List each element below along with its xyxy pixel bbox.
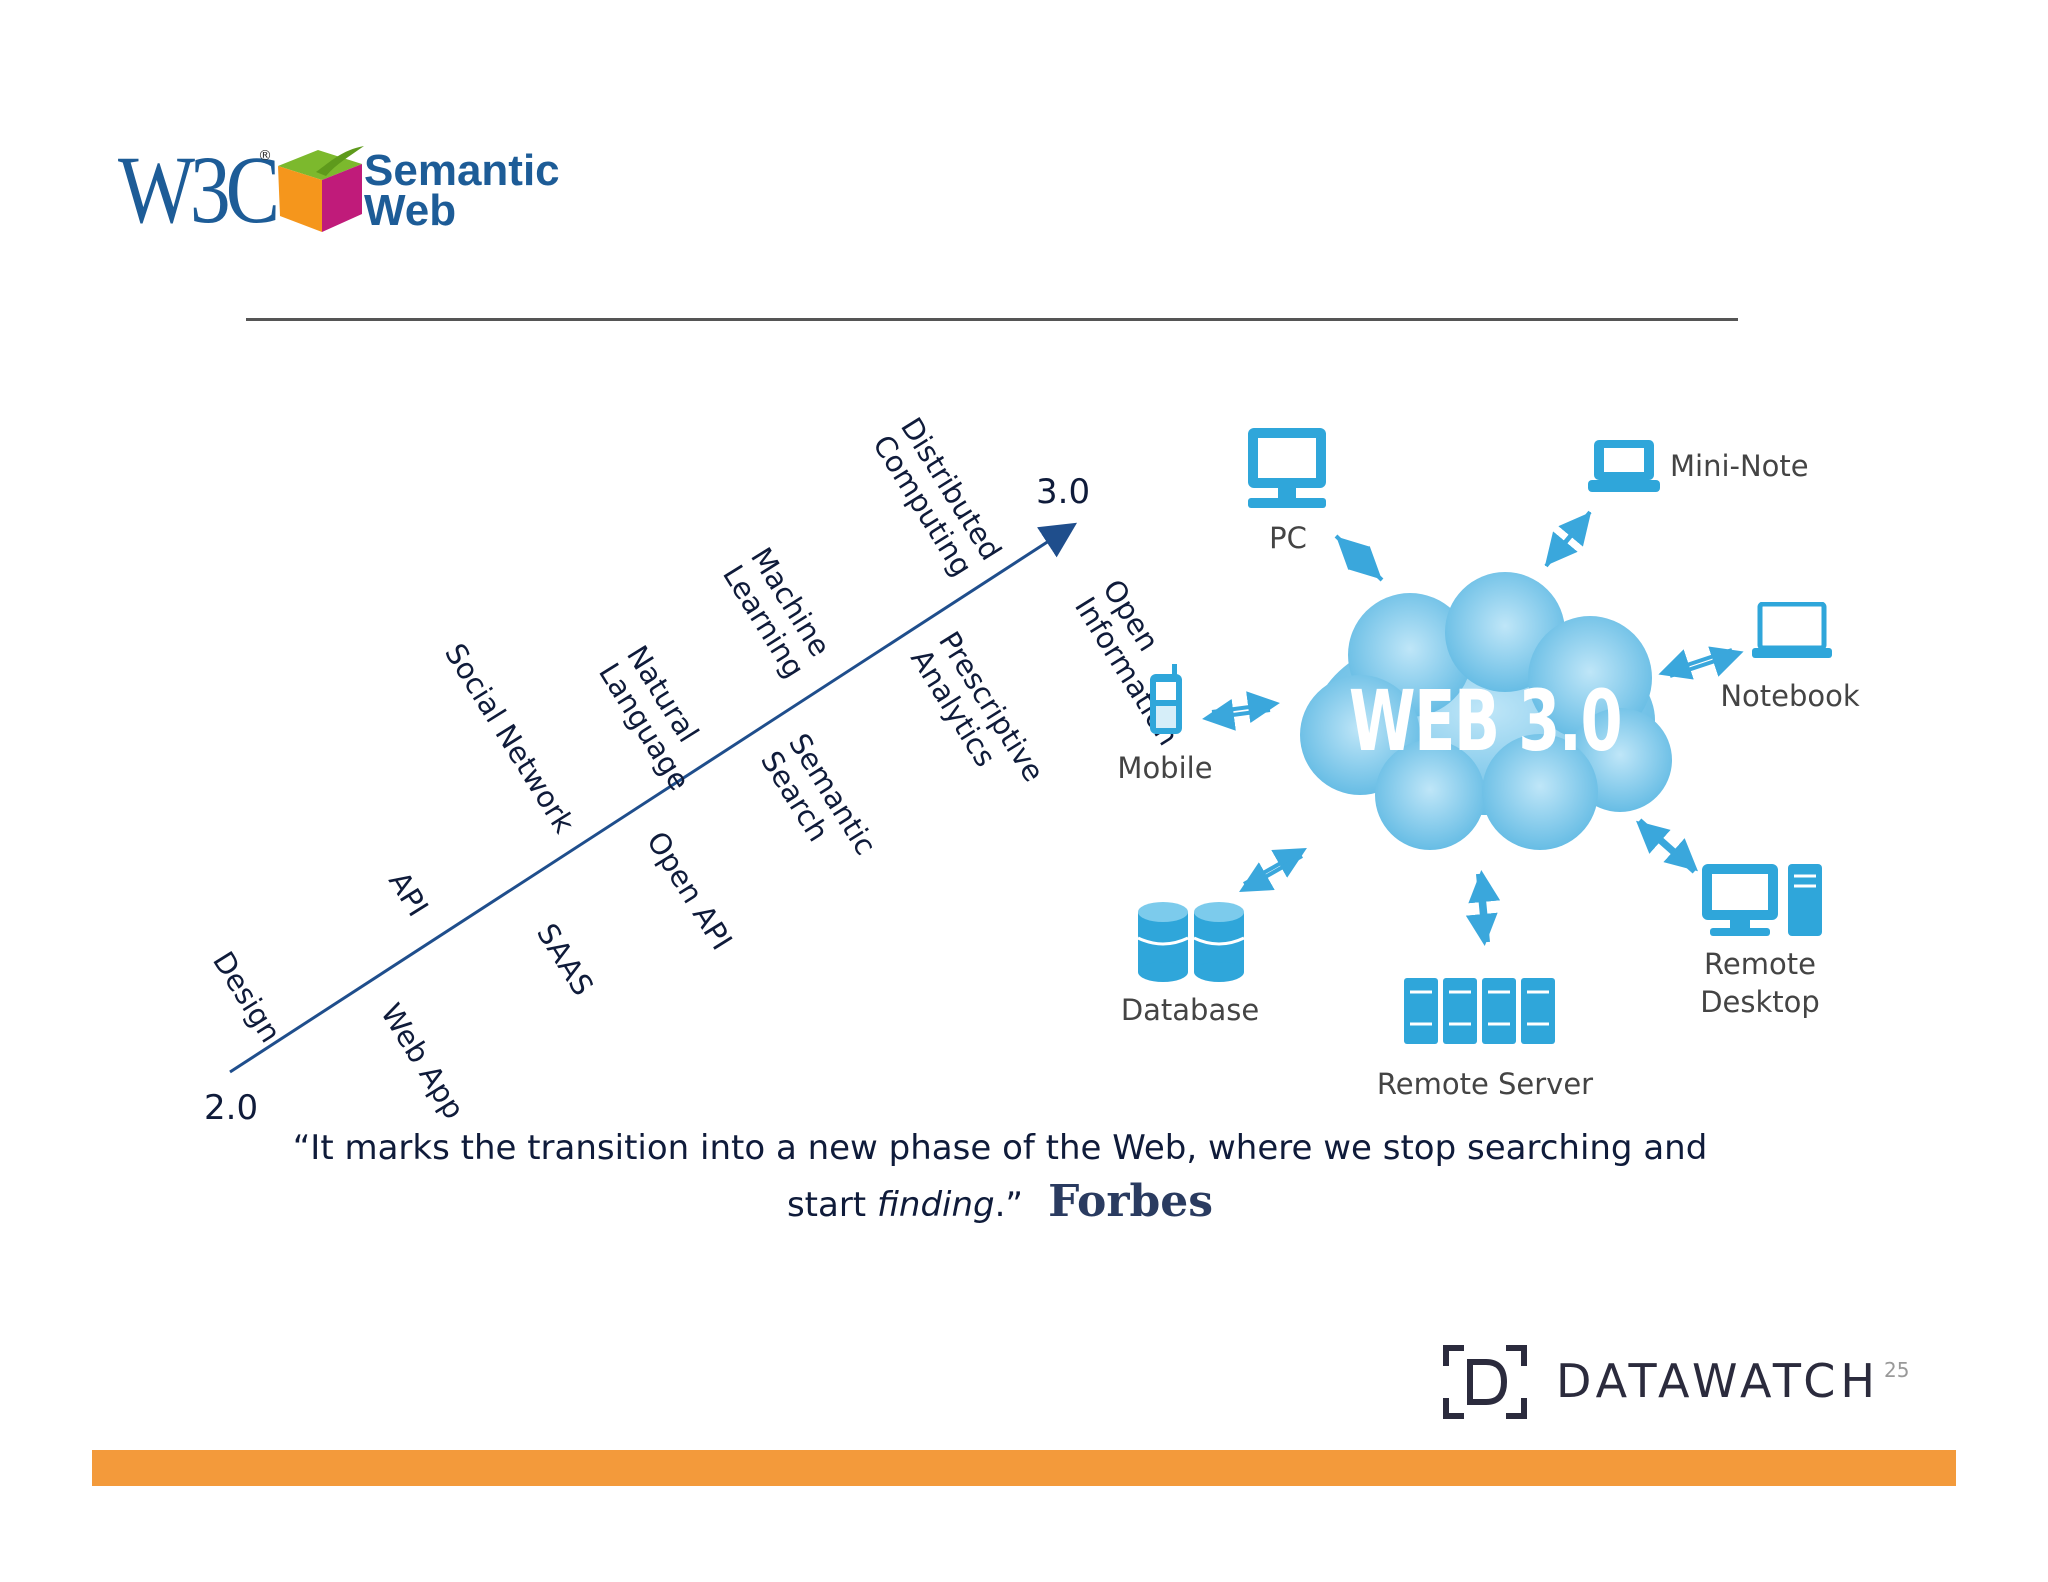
remote-desktop-icon — [1702, 864, 1822, 936]
quote-line1: “It marks the transition into a new phas… — [292, 1128, 1708, 1168]
notebook-icon — [1752, 602, 1832, 658]
w3c-logo-text: W3C — [118, 136, 280, 243]
mobile-label: Mobile — [1117, 751, 1213, 785]
quote-line2-end: .” — [994, 1185, 1024, 1225]
quote-line2-start: start — [786, 1185, 877, 1225]
page-number: 25 — [1884, 1358, 1910, 1382]
pc-label: PC — [1269, 521, 1307, 555]
semantic-web-cube-icon — [278, 146, 364, 232]
start-version-label: 2.0 — [204, 1088, 259, 1128]
semantic-web-text-line2: Web — [364, 186, 457, 235]
quote-line2: start finding.” Forbes — [200, 1176, 1800, 1227]
registered-mark: ® — [258, 148, 272, 164]
forbes-logo: Forbes — [1048, 1176, 1214, 1227]
pc-icon — [1248, 428, 1326, 508]
datawatch-logo-icon — [1443, 1345, 1527, 1419]
cloud-icon — [1300, 572, 1672, 850]
end-version-label: 3.0 — [1036, 472, 1091, 512]
database-label: Database — [1120, 993, 1260, 1027]
database-icon — [1137, 902, 1245, 982]
remote-desktop-label: Remote Desktop — [1700, 947, 1820, 1019]
datawatch-logo-text: DATAWATCH — [1556, 1354, 1880, 1408]
quote-line2-emphasis: finding — [876, 1185, 995, 1225]
title-divider — [246, 318, 1738, 321]
mini-note-label: Mini-Note — [1670, 449, 1809, 483]
w3c-semantic-web-logo: W3C ® Semantic Web — [118, 136, 578, 250]
mobile-icon — [1150, 664, 1182, 734]
notebook-label: Notebook — [1720, 679, 1860, 713]
cloud-title: WEB 3.0 — [1348, 672, 1623, 770]
mini-note-icon — [1588, 440, 1660, 492]
remote-server-icon — [1404, 978, 1555, 1044]
remote-server-label: Remote Server — [1376, 1067, 1594, 1101]
footer-bar — [92, 1450, 1956, 1486]
semantic-web-text-line1: Semantic — [364, 146, 560, 195]
